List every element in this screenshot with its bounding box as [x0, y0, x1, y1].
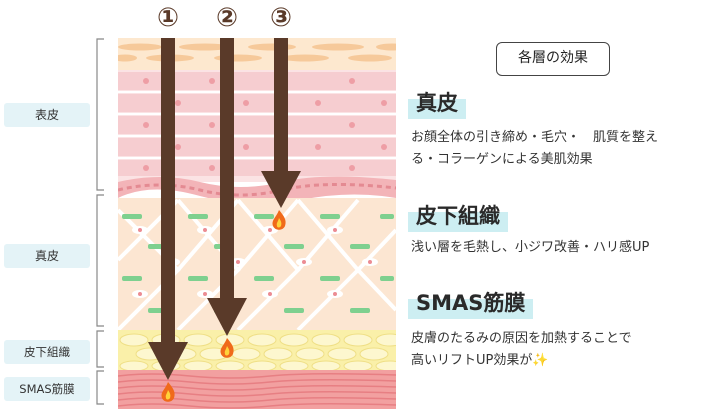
label-epidermis: 表皮: [4, 103, 90, 127]
flame-icon: [220, 338, 234, 358]
heading-dermis: 真皮: [408, 87, 466, 119]
arrow-3-number: ③: [270, 3, 292, 33]
description-subcutaneous: 浅い層を毛熱し、小ジワ改善・ハリ感UP: [411, 240, 650, 255]
arrow-1-number: ①: [157, 3, 179, 33]
label-dermis: 真皮: [4, 244, 90, 268]
flame-icon: [272, 210, 286, 230]
stratum-corneum: [118, 38, 396, 70]
arrow-3: ③: [261, 3, 301, 208]
arrow-1: ①: [148, 3, 188, 380]
heading-subcutaneous: 皮下組織: [408, 200, 508, 232]
label-subcutaneous: 皮下組織: [4, 340, 90, 364]
description-smas: 皮膚のたるみの原因を加熱することで 高いリフトUP効果が✨: [411, 331, 632, 368]
dermis-layer: [118, 198, 396, 332]
flame-icon: [161, 382, 175, 402]
arrow-2: ②: [207, 3, 247, 336]
legend-title: 各層の効果: [496, 42, 610, 76]
heading-smas: SMAS筋膜: [408, 287, 534, 319]
basal-layer: [118, 176, 396, 205]
description-dermis: お顔全体の引き締め・毛穴・ 肌質を整え る・コラーゲンによる美肌効果: [411, 130, 659, 167]
epidermis-cells: [118, 70, 396, 182]
layer-brackets: [96, 38, 104, 405]
label-smas: SMAS筋膜: [4, 377, 90, 401]
smas-layer: [118, 370, 396, 409]
arrow-2-number: ②: [216, 3, 238, 33]
